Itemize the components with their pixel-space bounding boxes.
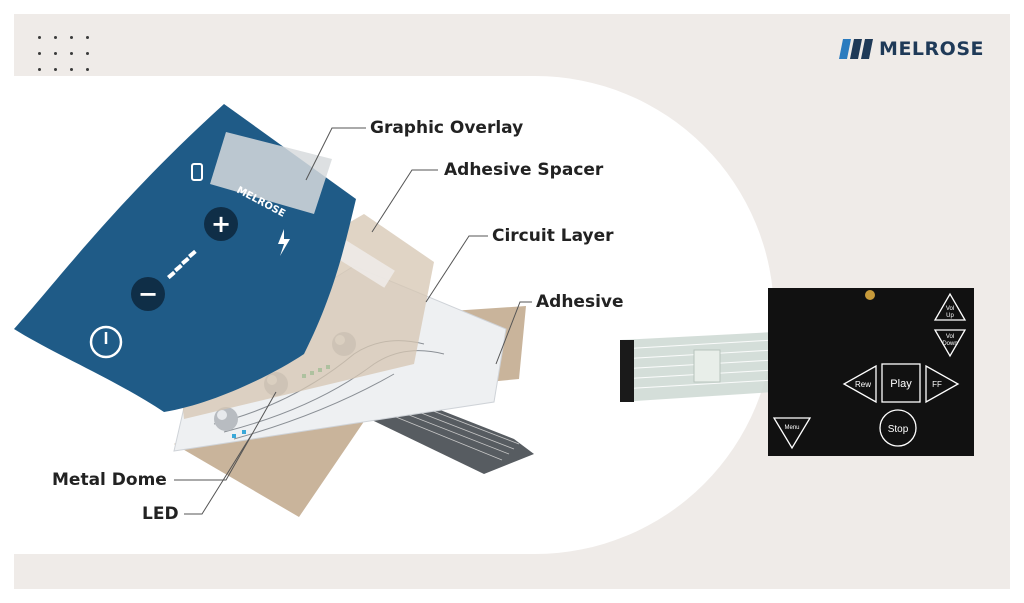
- overlay-plus-button: +: [204, 207, 238, 241]
- keypad-body: [768, 288, 974, 456]
- page-frame: MELROSE: [14, 14, 1010, 589]
- stop-label: Stop: [888, 424, 909, 435]
- menu-button: [772, 417, 812, 450]
- overlay-bolt-icon: [278, 229, 290, 256]
- cable-connector: [620, 340, 634, 402]
- vol-up-button: [933, 292, 967, 321]
- label-circuit-layer: Circuit Layer: [492, 226, 614, 246]
- play-label: Play: [890, 378, 912, 390]
- overlay-battery-icon: [191, 163, 203, 181]
- leader-lines: [174, 127, 532, 515]
- ff-button: [925, 364, 960, 404]
- decorative-dot-grid: [38, 36, 90, 76]
- vol-up-label-line2: Up: [946, 313, 954, 319]
- overlay-power-icon: [89, 325, 123, 359]
- stop-button: [879, 409, 917, 447]
- exploded-diagram: MELROSE + −: [14, 104, 974, 517]
- vol-up-label-line1: Vol: [946, 306, 954, 312]
- label-graphic-overlay: Graphic Overlay: [370, 118, 524, 138]
- play-button: [881, 363, 921, 403]
- rew-button: [842, 364, 877, 404]
- vol-down-button: [933, 329, 967, 358]
- ff-label: FF: [932, 380, 942, 389]
- label-adhesive: Adhesive: [536, 292, 624, 312]
- vol-down-label-line1: Vol: [946, 334, 954, 340]
- label-metal-dome: Metal Dome: [52, 470, 167, 490]
- overlay-display-window: [210, 132, 332, 214]
- melrose-logo-icon: [839, 39, 874, 59]
- keypad-mount-hole: [865, 290, 875, 300]
- overlay-minus-button: −: [131, 277, 165, 311]
- label-led: LED: [142, 504, 179, 524]
- brand-name: MELROSE: [879, 38, 984, 60]
- vol-down-label-line2: Down: [942, 341, 957, 347]
- brand-logo: MELROSE: [839, 38, 984, 60]
- svg-text:−: −: [138, 280, 158, 308]
- overlay-level-bars: [166, 249, 197, 280]
- cable-stiffener: [693, 349, 721, 383]
- rew-label: Rew: [855, 380, 871, 389]
- svg-text:+: +: [211, 210, 231, 238]
- menu-label: Menu: [784, 425, 799, 431]
- membrane-keypad-photo: Vol Up Vol Down Rew Play FF Menu Stop: [619, 288, 974, 456]
- label-adhesive-spacer: Adhesive Spacer: [444, 160, 604, 180]
